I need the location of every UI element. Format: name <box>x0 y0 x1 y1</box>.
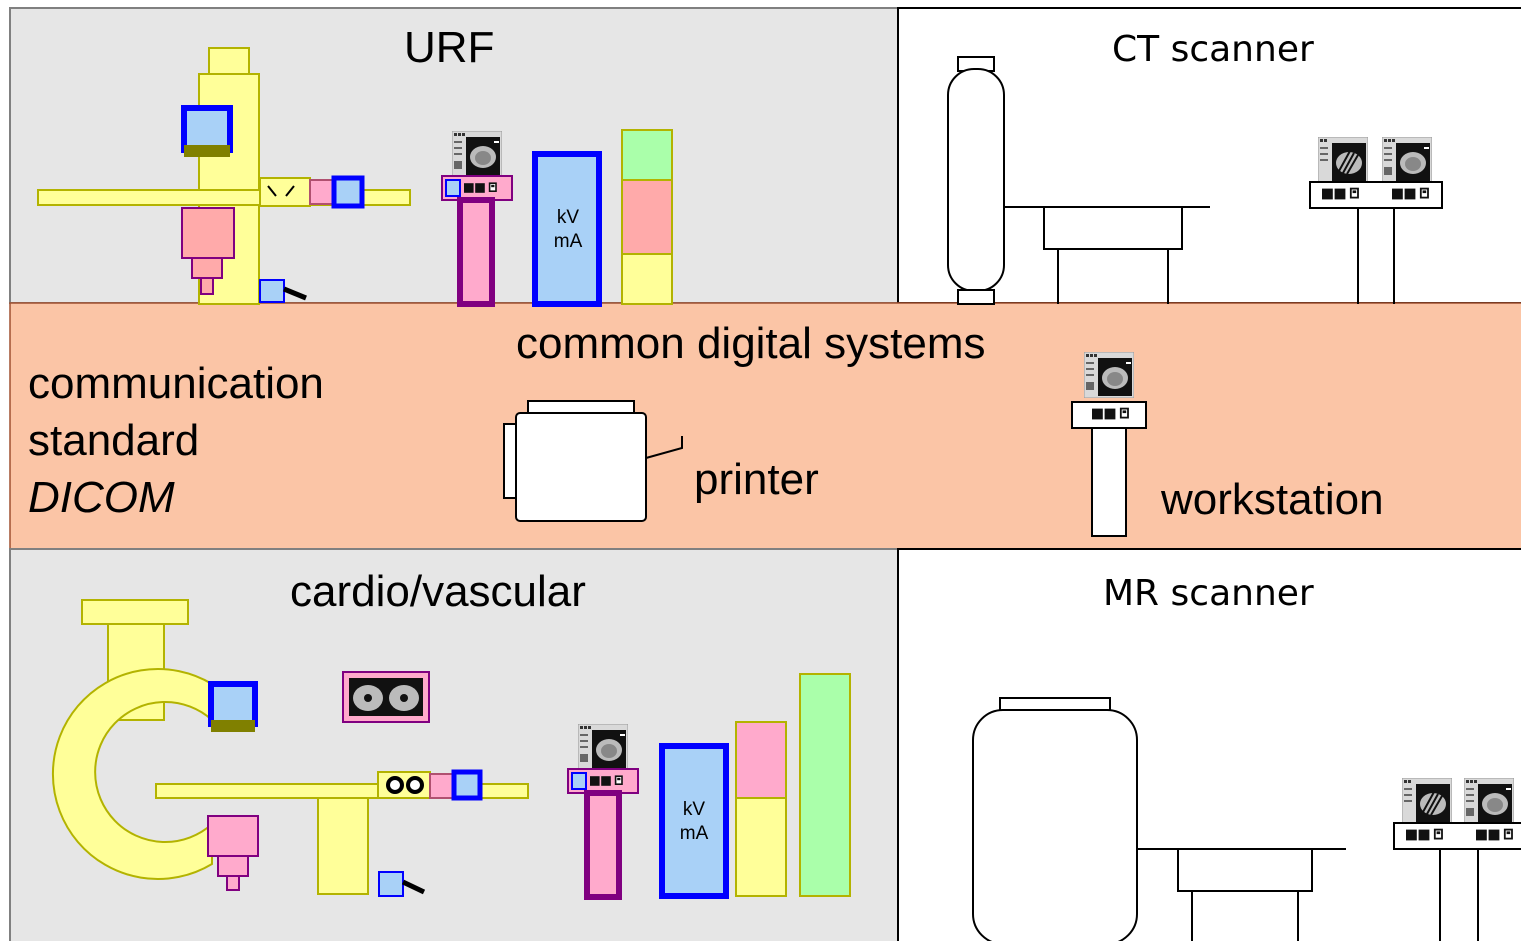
workstation-icon <box>1071 352 1147 537</box>
urf-title: URF <box>404 23 495 72</box>
cardio-generator-label: kV mA <box>676 798 712 846</box>
cardio-table-icon <box>155 769 529 895</box>
urf-monitor-icon <box>441 131 513 307</box>
workstation-label: workstation <box>1161 475 1384 524</box>
common-band <box>9 302 1521 550</box>
mr-table-icon <box>1137 848 1346 941</box>
mr-title: MR scanner <box>1103 573 1314 614</box>
printer-icon <box>503 400 683 522</box>
urf-pedal-icon <box>259 279 307 303</box>
urf-table-icon <box>37 175 411 209</box>
cardio-monitor-icon <box>567 724 639 900</box>
urf-generator-icon <box>532 151 602 307</box>
ct-table-icon <box>1004 206 1210 304</box>
common-title: common digital systems <box>516 319 986 368</box>
ct-title: CT scanner <box>1112 29 1314 70</box>
cardio-kv-label: kV <box>682 799 706 820</box>
cardio-detector-icon <box>208 681 258 732</box>
urf-cabinet-icon <box>621 129 673 305</box>
urf-kv-label: kV <box>556 207 580 228</box>
cardio-display-icon <box>342 671 430 723</box>
cardio-tube-icon <box>207 815 259 891</box>
cardio-ma-label: mA <box>679 822 709 844</box>
cardio-pedal-icon <box>378 871 426 897</box>
urf-generator-label: kV mA <box>550 206 586 254</box>
urf-detector-icon <box>181 105 233 157</box>
x-ray-tube-icon <box>181 207 235 295</box>
mr-magnet-icon <box>972 697 1138 941</box>
printer-label: printer <box>694 455 819 504</box>
mr-console-icon <box>1393 778 1521 941</box>
urf-ma-label: mA <box>553 230 583 252</box>
cardio-title: cardio/vascular <box>290 567 586 616</box>
ct-console-icon <box>1309 137 1443 304</box>
cardio-generator-icon <box>659 743 729 899</box>
communication-label: communication <box>28 359 324 408</box>
c-arm-icon <box>51 599 213 880</box>
cardio-cabinet-icon <box>735 673 851 897</box>
dicom-label: DICOM <box>28 473 175 522</box>
gantry-icon <box>947 56 1005 305</box>
standard-label: standard <box>28 416 200 465</box>
